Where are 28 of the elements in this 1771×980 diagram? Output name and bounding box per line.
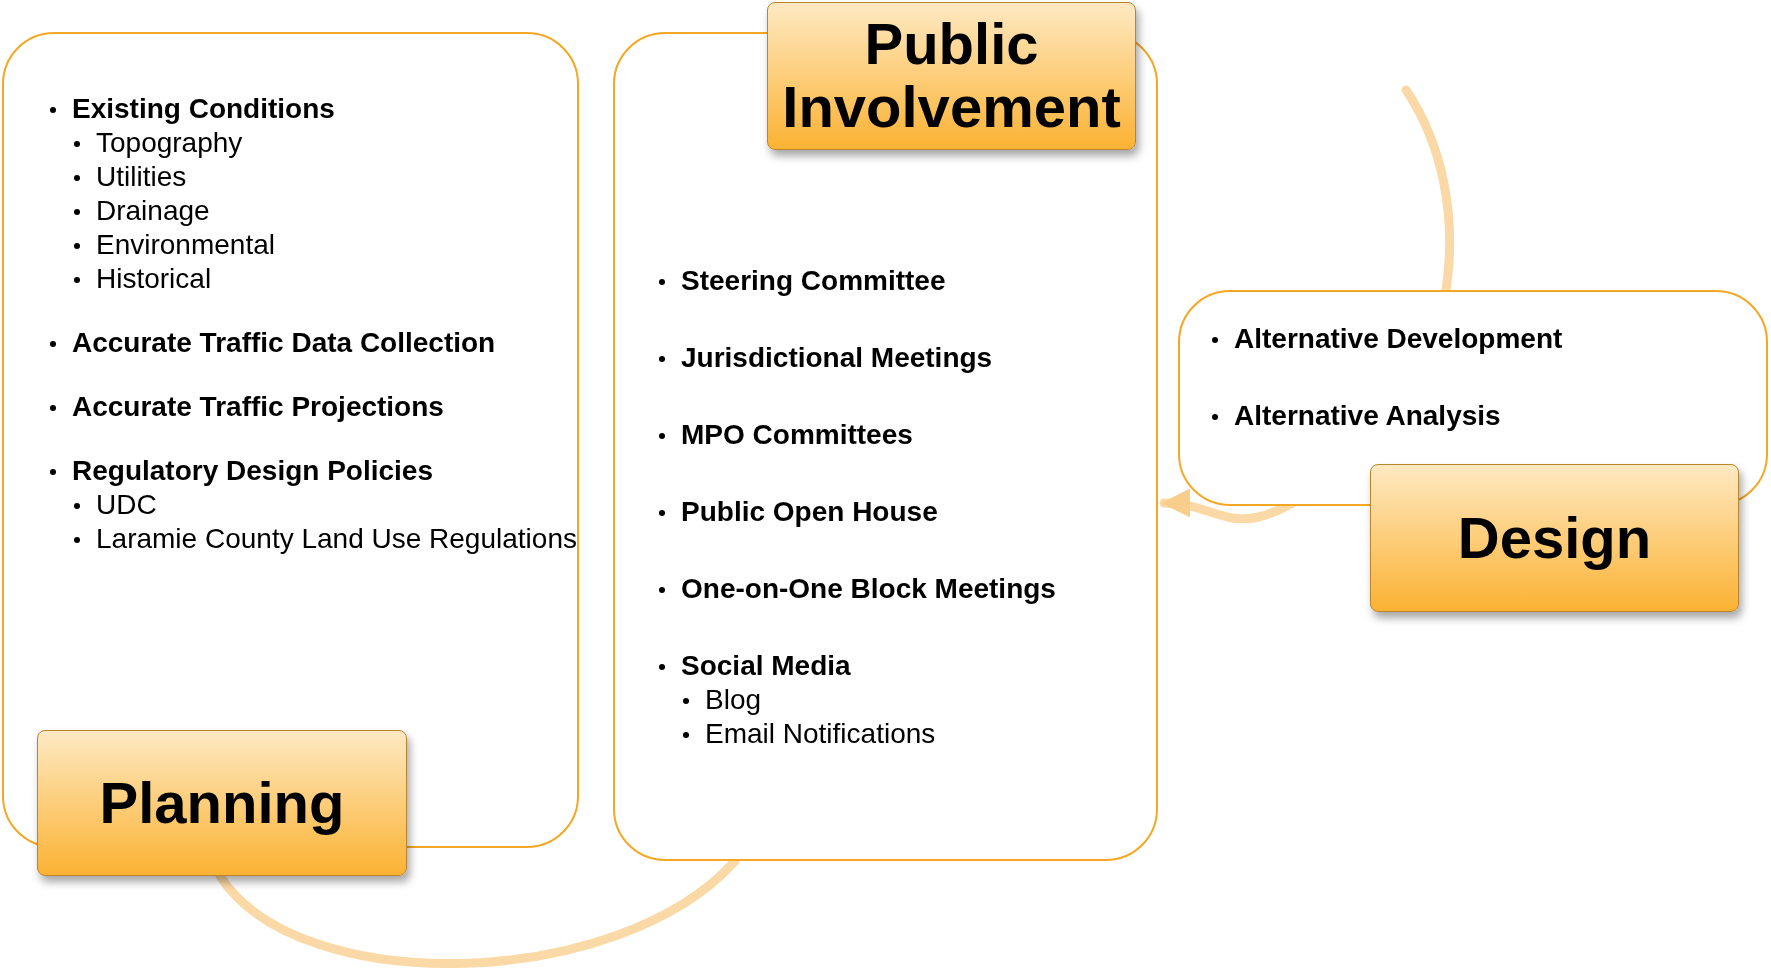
- bullet-item: Social Media: [657, 649, 1156, 683]
- bullet-item: Utilities: [72, 160, 577, 194]
- bullet-item: MPO Committees: [657, 418, 1156, 452]
- title-text: Public Involvement: [781, 13, 1122, 139]
- bullet-item: Alternative Analysis: [1210, 399, 1766, 433]
- bullet-item: Laramie County Land Use Regulations: [72, 522, 577, 556]
- bullet-item: Regulatory Design Policies: [48, 454, 577, 488]
- bullet-item: Existing Conditions: [48, 92, 577, 126]
- title-box: [37, 730, 407, 876]
- title-text: Design: [1457, 506, 1652, 570]
- bullet-item: Topography: [72, 126, 577, 160]
- rounded-panel: [2, 32, 579, 848]
- bullet-item: Historical: [72, 262, 577, 296]
- bullet-item: Environmental: [72, 228, 577, 262]
- bullet-item: Email Notifications: [681, 717, 1156, 751]
- bullet-item: UDC: [72, 488, 577, 522]
- bullet-item: Steering Committee: [657, 264, 1156, 298]
- title-box: [1370, 464, 1739, 612]
- title-text: Planning: [99, 771, 345, 835]
- bullet-item: Public Open House: [657, 495, 1156, 529]
- bullet-item: Drainage: [72, 194, 577, 228]
- bullet-item: Alternative Development: [1210, 322, 1766, 356]
- bullet-item: Accurate Traffic Projections: [48, 390, 577, 424]
- bullet-item: Blog: [681, 683, 1156, 717]
- bullet-item: One-on-One Block Meetings: [657, 572, 1156, 606]
- bullet-item: Jurisdictional Meetings: [657, 341, 1156, 375]
- bullet-item: Accurate Traffic Data Collection: [48, 326, 577, 360]
- title-box: [767, 2, 1136, 150]
